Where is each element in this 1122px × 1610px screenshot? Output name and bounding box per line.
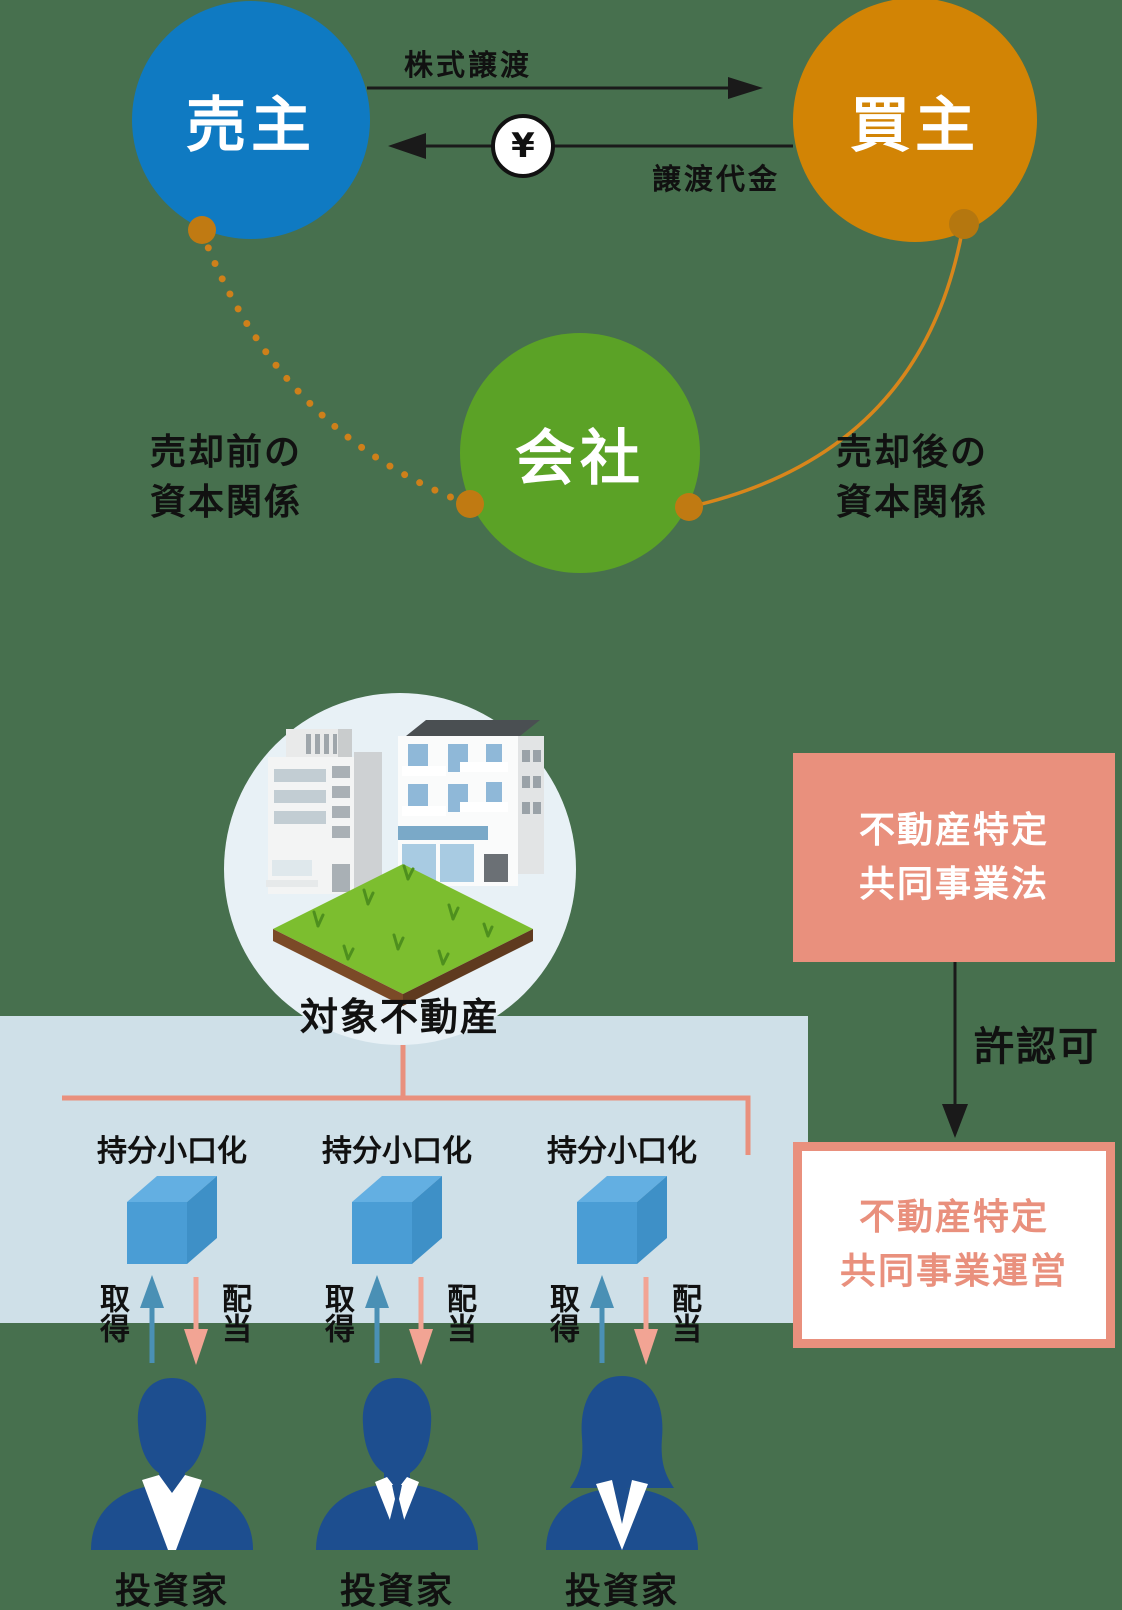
law-box-line1: 不動産特定 — [858, 809, 1049, 851]
after-relation-label: 売却後の 資本関係 — [836, 428, 988, 529]
acquire-label: 取得 — [544, 1283, 579, 1343]
stock-transfer-label: 株式譲渡 — [403, 48, 532, 82]
unit-label: 持分小口化 — [322, 1134, 472, 1169]
land-parcel-icon — [273, 864, 533, 1006]
law-box-line2: 共同事業法 — [858, 863, 1049, 905]
investor-label: 投資家 — [114, 1571, 229, 1610]
dividend-label: 配当 — [441, 1283, 476, 1343]
before-relation-line2: 資本関係 — [150, 482, 303, 524]
apartment-building-icon — [398, 720, 544, 886]
company-circle: 会社 — [460, 333, 700, 573]
transfer-payment-label: 譲渡代金 — [651, 162, 780, 196]
unit-label: 持分小口化 — [547, 1134, 697, 1169]
office-building-icon — [266, 729, 382, 894]
seller-circle: 売主 — [132, 1, 370, 239]
acquire-label: 取得 — [94, 1283, 129, 1343]
operation-box: 不動産特定 共同事業運営 — [793, 1142, 1115, 1348]
after-relation-line1: 売却後の — [836, 432, 989, 473]
yen-symbol: ¥ — [511, 126, 535, 166]
law-box: 不動産特定 共同事業法 — [793, 753, 1115, 962]
operation-box-line2: 共同事業運営 — [839, 1251, 1068, 1292]
dividend-label: 配当 — [216, 1283, 251, 1343]
operation-box-line1: 不動産特定 — [858, 1197, 1049, 1238]
before-relation-label: 売却前の 資本関係 — [150, 428, 302, 529]
buyer-circle: 買主 — [793, 0, 1037, 242]
share-cube-icon — [127, 1176, 217, 1264]
company-label: 会社 — [515, 423, 645, 494]
license-arrow — [942, 962, 968, 1138]
share-cube-icon — [577, 1176, 667, 1264]
yen-icon: ¥ — [491, 114, 555, 178]
dividend-label: 配当 — [666, 1283, 701, 1343]
target-property-label: 対象不動産 — [299, 995, 500, 1039]
investor-woman-icon — [546, 1376, 698, 1550]
after-relation-line2: 資本関係 — [836, 482, 989, 524]
investor-label: 投資家 — [564, 1571, 679, 1610]
acquire-label: 取得 — [319, 1283, 354, 1343]
share-cube-icon — [352, 1176, 442, 1264]
unit-label: 持分小口化 — [97, 1134, 247, 1169]
before-relation-line1: 売却前の — [150, 432, 303, 473]
buildings-land-illustration — [266, 720, 544, 1006]
buyer-label: 買主 — [850, 90, 980, 161]
investor-man-icon — [91, 1378, 253, 1550]
investor-label: 投資家 — [339, 1571, 454, 1610]
license-label: 許認可 — [974, 1024, 1100, 1070]
investor-man-tie-icon — [316, 1378, 478, 1550]
seller-label: 売主 — [186, 90, 316, 161]
